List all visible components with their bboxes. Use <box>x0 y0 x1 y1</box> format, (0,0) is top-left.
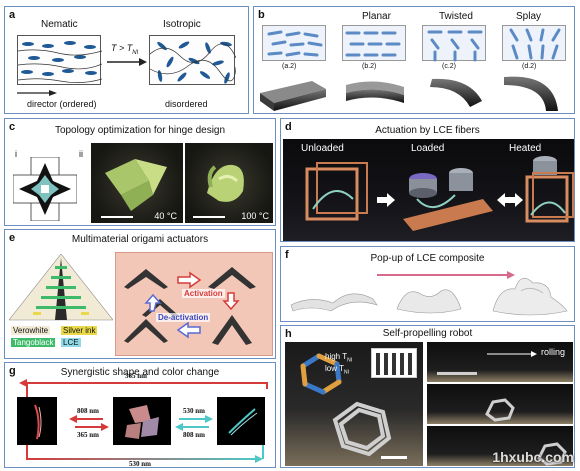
state-blue-photo <box>217 397 265 445</box>
wavelength-top: 365 nm <box>125 372 147 380</box>
legend-silver-ink: Silver ink <box>61 326 98 335</box>
robot-shape <box>300 353 407 459</box>
wavelength-left-down: 365 nm <box>77 431 99 439</box>
deformed-strips <box>260 76 558 111</box>
director-field-c2 <box>422 25 486 62</box>
isotropic-label: Isotropic <box>163 19 201 30</box>
transition-arrow <box>107 58 147 66</box>
activation-label: Activation <box>182 289 225 298</box>
panel-e-label: e <box>9 232 16 244</box>
wavelength-right-up: 530 nm <box>183 407 205 415</box>
watermark: 1hxubc.com <box>492 449 574 465</box>
legend-low-tni: low TNI <box>325 364 349 376</box>
subpanel-i-label: i <box>15 149 17 159</box>
panel-d-label: d <box>285 121 292 133</box>
transition-condition: T > TNI <box>111 43 138 56</box>
transition-condition-text: T > T <box>111 43 133 53</box>
twisted-label: Twisted <box>439 11 473 22</box>
director-field-b2 <box>342 25 406 61</box>
rolling-label: rolling <box>541 347 566 357</box>
legend-high-sub: NI <box>347 357 353 364</box>
subpanel-ii-label: ii <box>79 149 83 159</box>
robot-photo-main: high TNI low TNI <box>285 342 423 466</box>
legend-lce: LCE <box>61 338 81 347</box>
popup-composite-sequence <box>290 271 568 316</box>
legend-high-tni: high TNI <box>325 352 352 364</box>
state-mixed-photo <box>113 397 171 445</box>
wavelength-right-down: 808 nm <box>183 431 205 439</box>
isotropic-mesogens <box>150 41 236 84</box>
tag-a2: (a.2) <box>282 63 297 70</box>
panel-d: d Actuation by LCE fibers Unloaded Loade… <box>280 118 575 242</box>
panel-c: c Topology optimization for hinge design… <box>4 118 276 226</box>
legend-high-text: high T <box>325 352 348 361</box>
panel-d-title: Actuation by LCE fibers <box>375 125 480 136</box>
origami-actuation-photo: Activation De-activation <box>115 252 273 356</box>
nematic-label: Nematic <box>41 19 78 30</box>
panel-f: f Pop-up of LCE composite <box>280 246 575 322</box>
origami-pattern <box>9 254 113 321</box>
wavelength-bottom: 530 nm <box>129 460 151 468</box>
isotropic-box <box>149 35 236 85</box>
origami-actuation-sequence <box>124 267 256 345</box>
disordered-label: disordered <box>165 99 208 109</box>
director-arrow <box>17 90 57 96</box>
panel-e: e Multimaterial origami actuators Verowh… <box>4 229 276 359</box>
panel-h-label: h <box>285 328 292 340</box>
transition-condition-sub: NI <box>132 49 139 56</box>
tag-b2: (b.2) <box>362 63 377 70</box>
panel-h: h Self-propelling robot high TNI low TNI <box>280 325 575 468</box>
director-field-d2 <box>502 25 566 61</box>
panel-f-title: Pop-up of LCE composite <box>370 253 485 264</box>
panel-g-title: Synergistic shape and color change <box>60 367 220 378</box>
panel-a: a Nematic Isotropic T > TNI <box>4 6 249 114</box>
temp-100c: 100 °C <box>241 211 269 221</box>
rolling-frame-1: rolling <box>427 342 573 382</box>
wavelength-left-up: 808 nm <box>77 407 99 415</box>
legend-tangoblack: Tangoblack <box>11 338 56 347</box>
lce-fiber-structures <box>305 156 574 231</box>
lce-fiber-photo: Unloaded Loaded Heated <box>283 139 574 241</box>
nematic-box <box>17 35 102 85</box>
hinge-photo-40c: 40 °C <box>91 143 183 223</box>
panel-b-label: b <box>258 9 265 21</box>
planar-label: Planar <box>362 11 391 22</box>
panel-f-label: f <box>285 249 289 261</box>
panel-h-title: Self-propelling robot <box>382 328 473 339</box>
rolling-frame-3 <box>427 426 573 466</box>
panel-a-label: a <box>9 9 16 21</box>
panel-c-label: c <box>9 121 16 133</box>
photo-switching-cycle <box>19 379 268 463</box>
loaded-label: Loaded <box>411 143 445 154</box>
panel-g-label: g <box>9 365 16 377</box>
deactivation-label: De-activation <box>156 313 211 322</box>
temp-40c: 40 °C <box>154 211 177 221</box>
legend-verowhite: Verowhite <box>11 326 51 335</box>
rolling-frame-2 <box>427 384 573 424</box>
hinge-photo-100c: 100 °C <box>185 143 273 223</box>
robot-pattern-inset <box>371 348 417 378</box>
nematic-mesogens <box>18 41 102 83</box>
unloaded-label: Unloaded <box>301 143 344 154</box>
state-red-photo <box>17 397 57 445</box>
panel-g: g Synergistic shape and color change 365… <box>4 362 276 468</box>
hinge-topology-pattern <box>13 157 77 221</box>
heated-label: Heated <box>509 143 542 154</box>
legend-low-text: low T <box>325 364 344 373</box>
director-field-a2 <box>262 25 326 61</box>
panel-e-title: Multimaterial origami actuators <box>71 234 209 245</box>
splay-label: Splay <box>516 11 542 22</box>
tag-d2: (d.2) <box>522 63 537 70</box>
legend-low-sub: NI <box>343 369 349 376</box>
tag-c2: (c.2) <box>442 63 456 70</box>
director-label: director (ordered) <box>27 99 97 109</box>
panel-b: b Planar Twisted Splay (a.2) (b.2) (c.2)… <box>253 6 575 114</box>
panel-c-title: Topology optimization for hinge design <box>54 125 226 136</box>
